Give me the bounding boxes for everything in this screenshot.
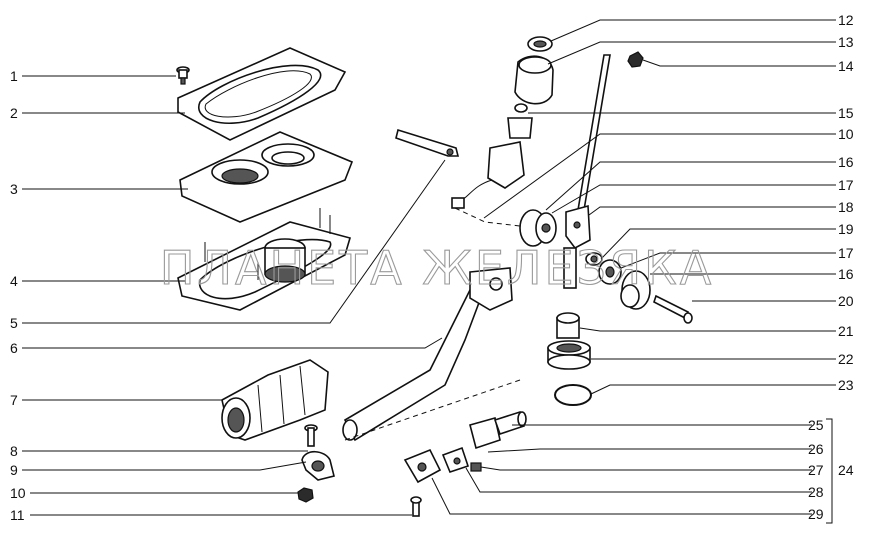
callout-7: 7 bbox=[10, 392, 18, 408]
callout-13: 13 bbox=[838, 34, 854, 50]
part-pin-19 bbox=[585, 252, 603, 266]
callout-10: 10 bbox=[10, 485, 26, 501]
callout-18: 18 bbox=[838, 199, 854, 215]
part-bushing-21 bbox=[556, 312, 580, 339]
part-bushing-22 bbox=[547, 340, 591, 370]
callout-15: 15 bbox=[838, 105, 854, 121]
callout-16: 16 bbox=[838, 154, 854, 170]
part-base-4 bbox=[177, 208, 351, 311]
part-bearing-16a bbox=[519, 209, 557, 247]
callout-21: 21 bbox=[838, 323, 854, 339]
callout-numbers: 1 2 3 4 5 6 7 8 9 10 11 12 13 14 15 10 1… bbox=[10, 12, 854, 523]
part-lever-6 bbox=[342, 267, 513, 442]
callout-25: 25 bbox=[808, 417, 824, 433]
part-strap-5 bbox=[395, 128, 460, 157]
callout-27: 27 bbox=[808, 462, 824, 478]
callout-26: 26 bbox=[808, 441, 824, 457]
watermark-text: ПЛАНЕТА ЖЕЛЕЗЯКА bbox=[160, 241, 714, 295]
callout-22: 22 bbox=[838, 351, 854, 367]
callout-11: 11 bbox=[10, 507, 25, 523]
part-pin-27 bbox=[470, 462, 482, 472]
part-bolt-20 bbox=[653, 294, 693, 324]
part-nut-14 bbox=[627, 51, 644, 68]
centerline-lower bbox=[344, 379, 521, 441]
part-clamp-9 bbox=[301, 450, 335, 481]
callout-19: 19 bbox=[838, 221, 854, 237]
callout-1: 1 bbox=[10, 68, 18, 84]
callout-4: 4 bbox=[10, 273, 18, 289]
callout-8: 8 bbox=[10, 443, 18, 459]
part-joint-25 bbox=[469, 410, 527, 450]
callout-14: 14 bbox=[838, 58, 854, 74]
callout-12: 12 bbox=[838, 12, 854, 28]
callout-3: 3 bbox=[10, 181, 18, 197]
part-boot-7 bbox=[221, 359, 329, 441]
callout-2: 2 bbox=[10, 105, 18, 121]
part-stem-15 bbox=[451, 103, 533, 209]
part-cap-12 bbox=[527, 36, 553, 52]
part-housing-3 bbox=[179, 131, 354, 223]
callout-23: 23 bbox=[838, 377, 854, 393]
callout-29: 29 bbox=[808, 506, 824, 522]
centerline-upper bbox=[454, 207, 521, 227]
callout-17b: 17 bbox=[838, 245, 854, 261]
part-bolt-1 bbox=[176, 66, 190, 85]
callout-5: 5 bbox=[10, 315, 18, 331]
callout-20: 20 bbox=[838, 293, 854, 309]
callout-6: 6 bbox=[10, 340, 18, 356]
callout-17: 17 bbox=[838, 177, 854, 193]
part-nut-10 bbox=[297, 487, 314, 503]
part-snap-ring-23 bbox=[554, 384, 592, 406]
callout-28: 28 bbox=[808, 484, 824, 500]
part-joint-29 bbox=[403, 448, 442, 484]
part-washer-16b bbox=[620, 270, 651, 310]
part-ring-17b bbox=[598, 259, 622, 285]
part-bolt-8 bbox=[304, 424, 318, 447]
part-knob-13 bbox=[514, 55, 554, 105]
part-rod-18 bbox=[563, 54, 611, 289]
callout-10b: 10 bbox=[838, 126, 854, 142]
leader-lines bbox=[22, 19, 836, 524]
part-screw-11 bbox=[410, 496, 422, 517]
part-block-26 bbox=[441, 446, 470, 473]
callout-24-group: 24 bbox=[838, 462, 854, 478]
callout-9: 9 bbox=[10, 462, 18, 478]
callout-16b: 16 bbox=[838, 266, 854, 282]
part-gasket-2 bbox=[177, 47, 347, 141]
